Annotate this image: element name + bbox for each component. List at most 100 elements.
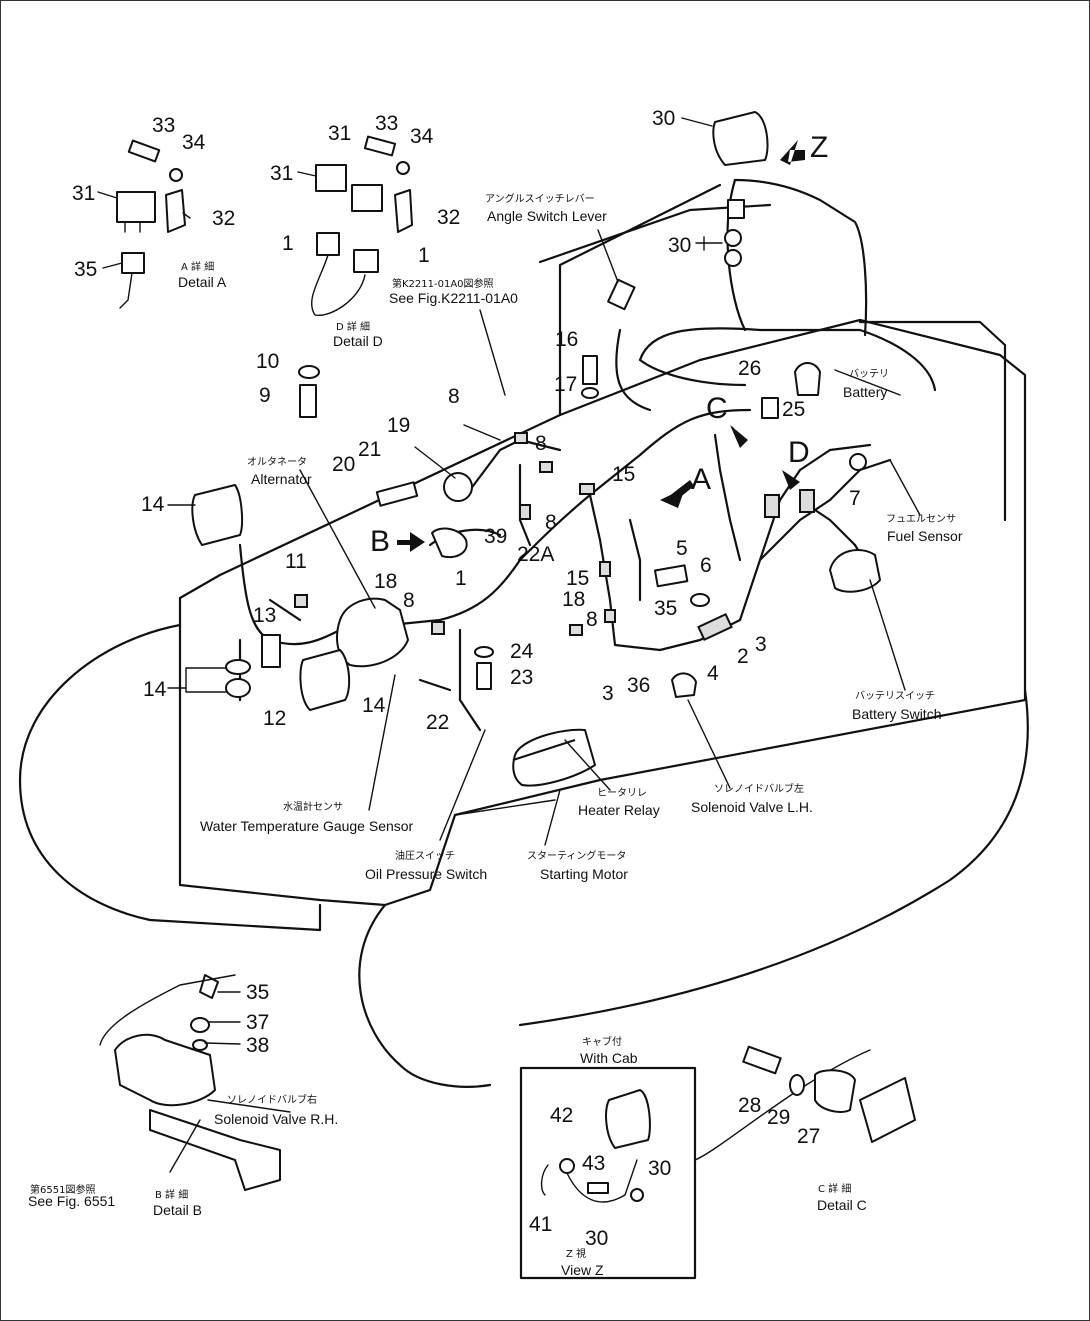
bracket-32-a [165, 189, 186, 233]
detail-b [99, 974, 281, 1191]
with-cab-jp: キャブ付 [582, 1035, 622, 1048]
water-temp-en: Water Temperature Gauge Sensor [200, 818, 414, 834]
solenoid-lh-jp: ソレノイドバルブ左 [714, 782, 804, 795]
washer-24 [474, 646, 494, 658]
alternator-en: Alternator [251, 471, 312, 487]
machine-outline [18, 178, 1029, 1088]
pn-26: 26 [738, 357, 761, 380]
pn-16: 16 [555, 328, 578, 351]
battery [794, 362, 821, 396]
pn-3-a: 3 [755, 633, 767, 656]
letter-b: B [370, 525, 390, 558]
switch-42 [559, 1158, 575, 1174]
connector-25 [764, 494, 780, 518]
pn-18-a: 18 [374, 570, 397, 593]
connector-43 [587, 1182, 609, 1194]
pn-17: 17 [554, 373, 577, 396]
washer-30 [724, 229, 742, 247]
letter-d: D [788, 436, 810, 469]
detail-d-jp: D 詳 細 [336, 320, 370, 333]
relay-1-d2 [353, 249, 379, 273]
arrow-b [397, 532, 425, 552]
pn-36: 36 [627, 674, 650, 697]
pn-2: 2 [737, 645, 749, 668]
pn-6: 6 [700, 554, 712, 577]
oil-pressure-en: Oil Pressure Switch [365, 866, 487, 882]
starting-motor-en: Starting Motor [540, 866, 628, 882]
lamp-bracket [727, 199, 745, 219]
view-z-jp: Z 視 [566, 1247, 586, 1260]
bracket-12 [261, 634, 281, 668]
detail-c-en: Detail C [817, 1197, 867, 1213]
angle-switch-en: Angle Switch Lever [487, 208, 607, 224]
bolt-5 [653, 564, 689, 588]
connector-2 [697, 612, 733, 642]
washer-34-a [169, 168, 183, 182]
clip-15b [599, 561, 611, 577]
heater-relay-en: Heater Relay [578, 802, 660, 818]
pn-21: 21 [358, 438, 381, 461]
pn-25: 25 [782, 398, 805, 421]
washer-6 [690, 593, 710, 607]
connector-b [431, 527, 468, 559]
washer-29 [789, 1074, 805, 1096]
pn-30-z2: 30 [585, 1227, 608, 1250]
pn-15-a: 15 [612, 463, 635, 486]
arrow-z [780, 140, 805, 165]
pn-1-d1: 1 [282, 232, 294, 255]
detail-a-en: Detail A [178, 274, 227, 290]
solenoid-rh [114, 1033, 216, 1107]
pn-38: 38 [246, 1034, 269, 1057]
relay-31-a [116, 191, 156, 223]
pn-28: 28 [738, 1094, 761, 1117]
starting-motor-jp: スターティングモータ [527, 849, 626, 862]
pn-4: 4 [707, 662, 719, 685]
pn-43: 43 [582, 1152, 605, 1175]
letter-z: Z [810, 131, 828, 164]
nut-14 [225, 678, 251, 698]
components [191, 111, 881, 787]
pn-8-c: 8 [545, 511, 557, 534]
clip-18 [569, 624, 583, 636]
bracket-c [859, 1077, 916, 1143]
starting-motor [512, 739, 576, 761]
pn-35: 35 [654, 597, 677, 620]
relay-31-d2 [351, 184, 383, 212]
pn-37: 37 [246, 1011, 269, 1034]
pn-30-z: 30 [648, 1157, 671, 1180]
battery-switch-jp: バッテリスイッチ [855, 690, 935, 702]
battery-switch-en: Battery Switch [852, 706, 941, 722]
pn-1-d2: 1 [418, 244, 430, 267]
pn-31-a: 31 [72, 182, 95, 205]
pn-33-d: 33 [375, 112, 398, 135]
detail-d-en: Detail D [333, 333, 383, 349]
relay-1-d1 [316, 232, 340, 256]
solenoid-rh-en: Solenoid Valve R.H. [214, 1111, 338, 1127]
pn-18-b: 18 [562, 588, 585, 611]
clip-39 [519, 504, 531, 520]
view-letters: Z A B C D [370, 131, 828, 558]
washer-34-d [396, 161, 410, 175]
relay-26 [761, 397, 779, 419]
detail-c-jp: C 詳 細 [818, 1182, 851, 1195]
washer-17 [581, 387, 599, 399]
nut-30 [724, 249, 742, 267]
alternator [336, 597, 409, 668]
pn-14-c: 14 [362, 694, 386, 717]
view-z [519, 1049, 871, 1280]
see-fig-k-en: See Fig.K2211-01A0 [389, 290, 518, 306]
clip-18b [431, 621, 445, 635]
pn-32-a: 32 [212, 207, 235, 230]
washer-14 [225, 659, 251, 675]
pn-14-a: 14 [141, 493, 165, 516]
pn-30-nut: 30 [668, 234, 691, 257]
pn-35-b: 35 [246, 981, 269, 1004]
pn-9: 9 [259, 384, 271, 407]
pn-32-d: 32 [437, 206, 460, 229]
oil-pressure-jp: 油圧スイッチ [395, 849, 455, 862]
pn-10: 10 [256, 350, 279, 373]
bolt-23 [476, 662, 492, 690]
heater-relay-jp: ヒータリレ [597, 787, 647, 799]
pn-31-d2: 31 [270, 162, 293, 185]
